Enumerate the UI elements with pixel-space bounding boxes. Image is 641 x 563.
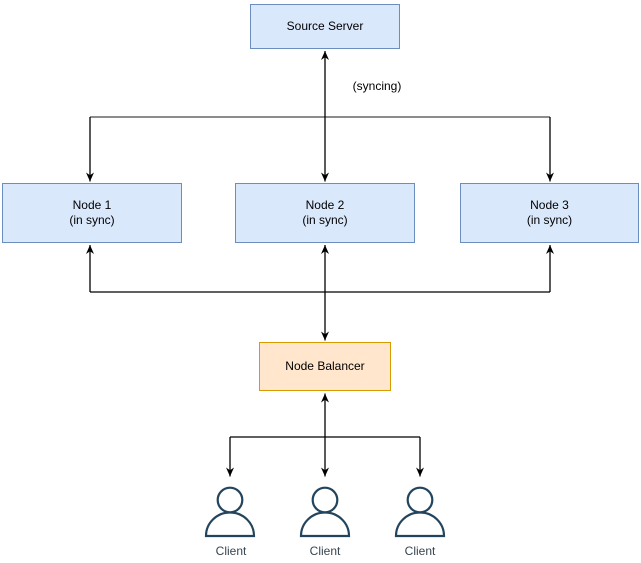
client-person-icon bbox=[394, 486, 446, 538]
client-3-label: Client bbox=[404, 544, 436, 558]
client-2-label: Client bbox=[309, 544, 341, 558]
client-body-shape bbox=[204, 511, 256, 538]
source-server-label: Source Server bbox=[286, 19, 364, 33]
node-2-status: (in sync) bbox=[302, 213, 348, 227]
node-1-box: Node 1 (in sync) bbox=[2, 183, 182, 243]
source-server-box: Source Server bbox=[250, 4, 400, 49]
node-2-box: Node 2 (in sync) bbox=[235, 183, 415, 243]
client-body-shape bbox=[299, 511, 351, 538]
client-head-shape bbox=[406, 486, 434, 514]
node-2-label: Node 2 bbox=[305, 198, 345, 212]
node-balancer-box: Node Balancer bbox=[259, 342, 391, 391]
node-1-label: Node 1 bbox=[72, 198, 112, 212]
client-head-shape bbox=[216, 486, 244, 514]
client-person-icon bbox=[204, 486, 256, 538]
client-person-icon bbox=[299, 486, 351, 538]
syncing-annotation: (syncing) bbox=[352, 79, 402, 93]
client-1-label: Client bbox=[215, 544, 247, 558]
node-1-status: (in sync) bbox=[69, 213, 115, 227]
node-3-box: Node 3 (in sync) bbox=[460, 183, 639, 243]
client-body-shape bbox=[394, 511, 446, 538]
node-balancer-label: Node Balancer bbox=[285, 359, 365, 373]
node-3-status: (in sync) bbox=[526, 213, 573, 227]
client-head-shape bbox=[311, 486, 339, 514]
node-3-label: Node 3 bbox=[530, 198, 569, 212]
